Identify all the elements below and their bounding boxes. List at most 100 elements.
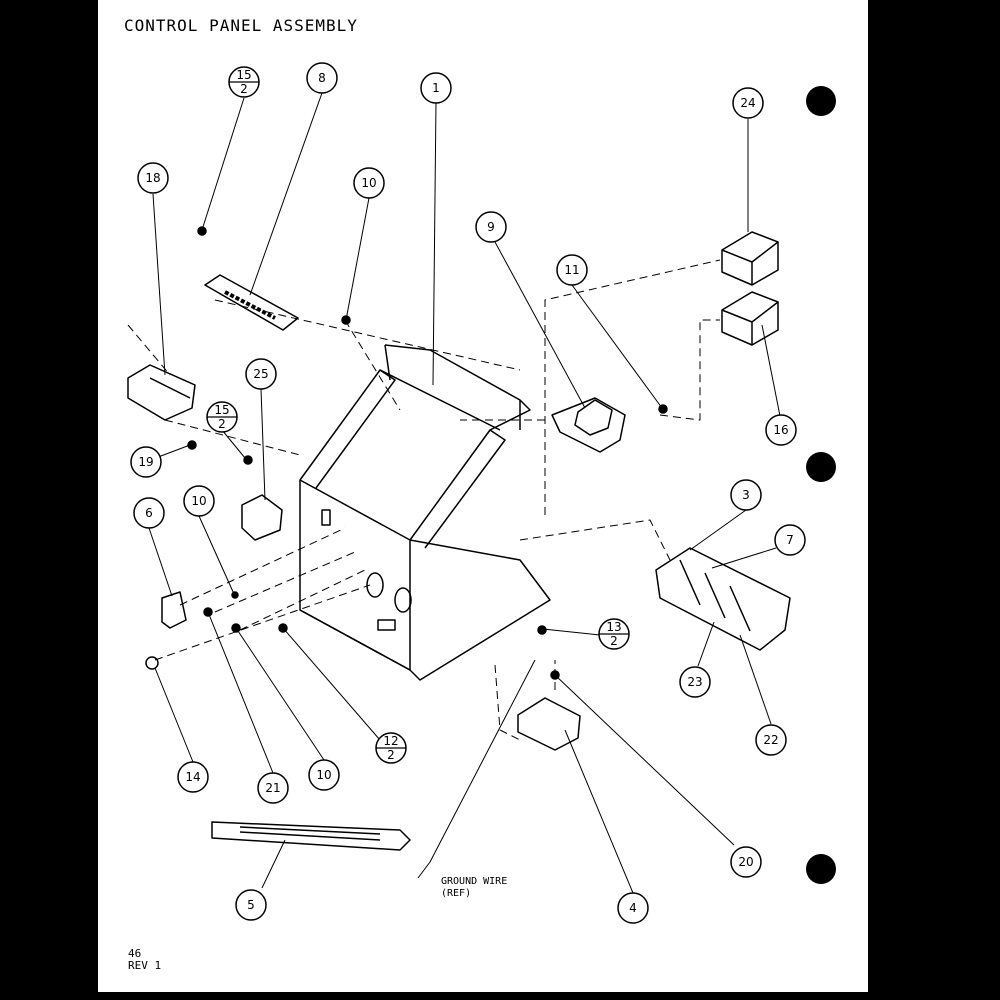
callout-number: 25 (253, 367, 268, 381)
ground-wire-ref: (REF) (441, 888, 471, 899)
callout-circle (732, 87, 764, 119)
leader-lines (148, 92, 781, 894)
callout-1: 1 (420, 72, 452, 104)
callout-circle (617, 892, 649, 924)
callout-number: 21 (265, 781, 280, 795)
callout-20: 20 (730, 846, 762, 878)
ground-wire-label: GROUND WIRE (441, 876, 507, 887)
callout-21: 21 (257, 772, 289, 804)
callout-circle (257, 772, 289, 804)
callout-number: 19 (138, 455, 153, 469)
callout-circle (183, 485, 215, 517)
callout-denominator: 2 (240, 82, 248, 96)
callout-number: 4 (629, 901, 637, 915)
callout-number: 1 (432, 81, 440, 95)
callout-circle (475, 211, 507, 243)
callout-15b: 152 (206, 401, 238, 433)
callout-8: 8 (306, 62, 338, 94)
diagram-title: CONTROL PANEL ASSEMBLY (124, 16, 358, 35)
callout-15a: 152 (228, 66, 260, 98)
callout-number: 7 (786, 533, 794, 547)
callout-number: 9 (487, 220, 495, 234)
callout-circle (245, 358, 277, 390)
callout-5: 5 (235, 889, 267, 921)
rocker-switch (161, 591, 187, 629)
callout-circle (130, 446, 162, 478)
callout-22: 22 (755, 724, 787, 756)
binder-hole-bottom (806, 854, 836, 884)
terminal-strip (204, 274, 299, 331)
callout-circle (765, 414, 797, 446)
callout-number: 10 (191, 494, 206, 508)
callout-24: 24 (732, 87, 764, 119)
fasteners (187, 226, 668, 680)
callout-18: 18 (137, 162, 169, 194)
callout-4: 4 (617, 892, 649, 924)
callout-number: 22 (763, 733, 778, 747)
callout-numerator: 15 (236, 68, 251, 82)
callout-number: 3 (742, 488, 750, 502)
callout-3: 3 (730, 479, 762, 511)
binder-hole-middle (806, 452, 836, 482)
callout-19: 19 (130, 446, 162, 478)
callout-circle (556, 254, 588, 286)
wire-harness (211, 821, 411, 851)
callout-circle (235, 889, 267, 921)
callout-numerator: 12 (383, 734, 398, 748)
callout-number: 18 (145, 171, 160, 185)
callout-number: 14 (185, 770, 200, 784)
callout-number: 20 (738, 855, 753, 869)
grommet (145, 656, 159, 670)
ground-wire-note: GROUND WIRE (REF) (441, 876, 507, 899)
callout-denominator: 2 (610, 634, 618, 648)
callout-10a: 10 (353, 167, 385, 199)
callout-9: 9 (475, 211, 507, 243)
assembly-guide-lines (127, 259, 721, 741)
relay-upper (721, 231, 779, 286)
relay-lower (721, 291, 779, 346)
callout-circle (308, 759, 340, 791)
callout-16: 16 (765, 414, 797, 446)
callout-number: 8 (318, 71, 326, 85)
callout-10b: 10 (183, 485, 215, 517)
callout-number: 5 (247, 898, 255, 912)
callout-circle (679, 666, 711, 698)
callout-number: 10 (361, 176, 376, 190)
callout-14: 14 (177, 761, 209, 793)
callout-number: 6 (145, 506, 153, 520)
capacitor-bracket (241, 494, 283, 541)
callout-number: 16 (773, 423, 788, 437)
callout-12: 122 (375, 732, 407, 764)
callout-circle (730, 479, 762, 511)
callout-circle (306, 62, 338, 94)
callout-number: 10 (316, 768, 331, 782)
control-panel-chassis (299, 344, 551, 681)
callout-10c: 10 (308, 759, 340, 791)
terminal-block (517, 697, 581, 751)
mounting-bracket (127, 364, 196, 421)
transformer (551, 397, 626, 453)
callout-circle (177, 761, 209, 793)
callout-circle (755, 724, 787, 756)
page-number: 46 (128, 947, 142, 960)
callout-numerator: 13 (606, 620, 621, 634)
switch-bank (655, 547, 791, 651)
callout-circle (420, 72, 452, 104)
callout-number: 23 (687, 675, 702, 689)
binder-hole-top (806, 86, 836, 116)
callout-circle (137, 162, 169, 194)
callout-6: 6 (133, 497, 165, 529)
callout-denominator: 2 (387, 748, 395, 762)
callout-circle (133, 497, 165, 529)
callout-denominator: 2 (218, 417, 226, 431)
callout-25: 25 (245, 358, 277, 390)
callout-number: 11 (564, 263, 579, 277)
callout-circle (730, 846, 762, 878)
callout-number: 24 (740, 96, 755, 110)
callout-numerator: 15 (214, 403, 229, 417)
callout-circle (774, 524, 806, 556)
page-footer: 46 REV 1 (128, 948, 161, 972)
callout-23: 23 (679, 666, 711, 698)
